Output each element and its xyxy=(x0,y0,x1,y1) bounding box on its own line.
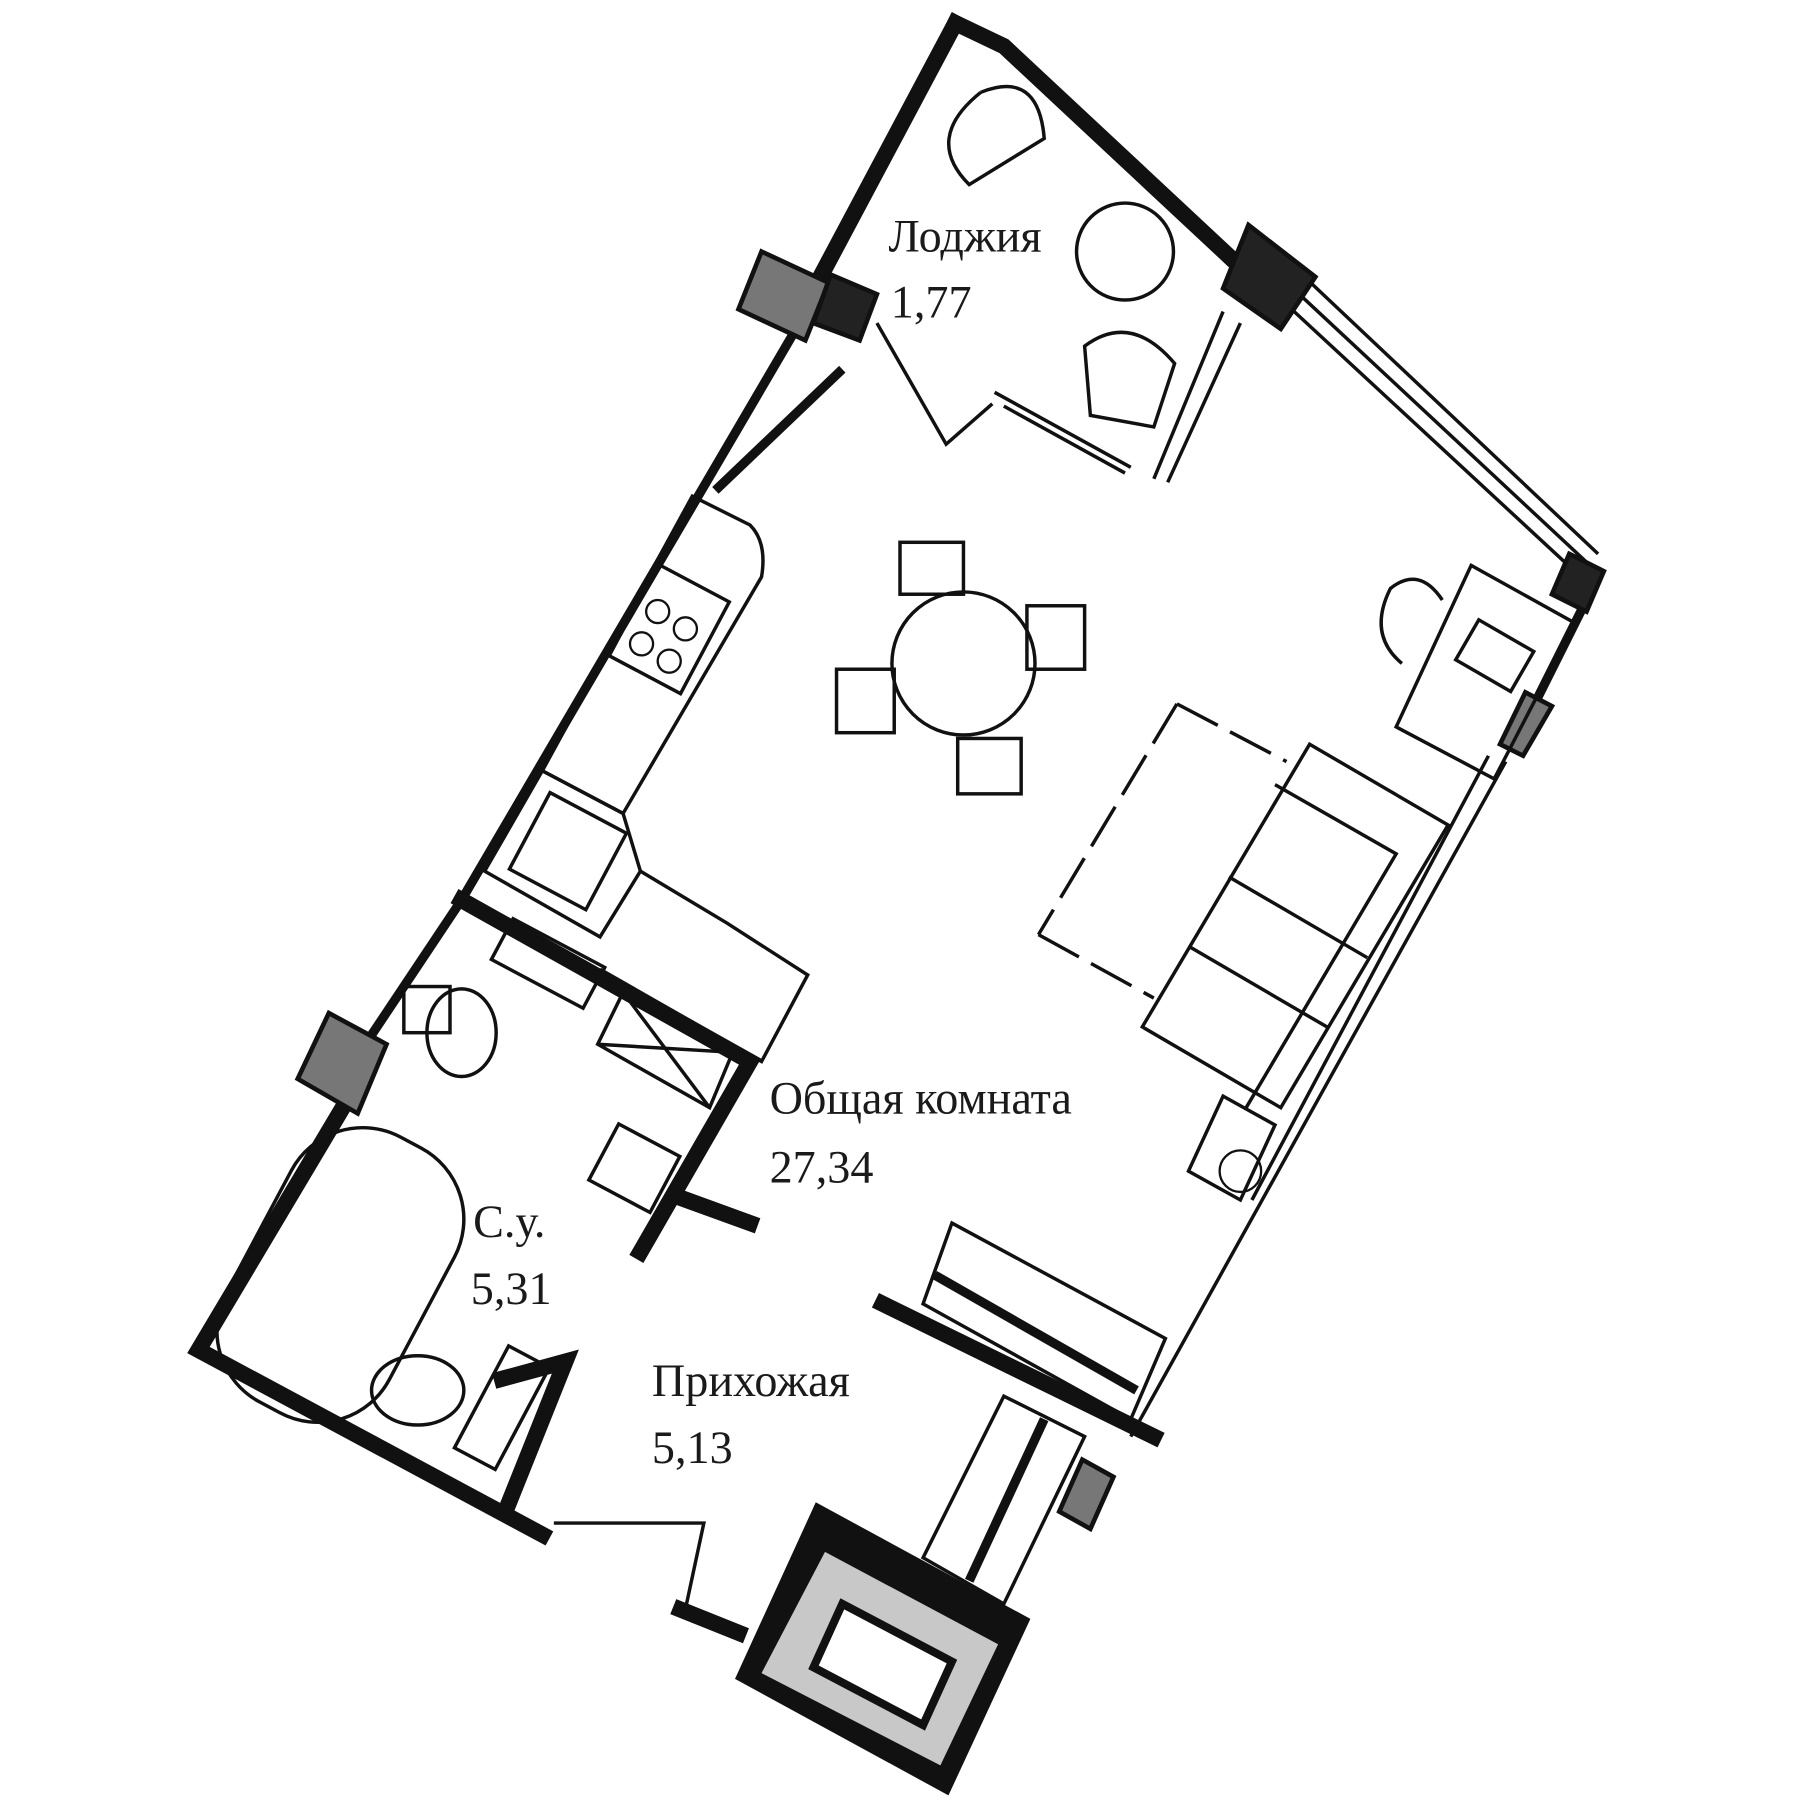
column-icon xyxy=(1056,1456,1117,1533)
kitchen-counter xyxy=(539,493,765,816)
chair-icon xyxy=(834,667,896,735)
wardrobe xyxy=(920,1220,1168,1422)
desk-chair-icon xyxy=(1379,577,1444,665)
armchair-icon xyxy=(947,84,1047,187)
desk xyxy=(1393,562,1578,782)
wardrobe-rail xyxy=(932,1270,1139,1395)
right-wall xyxy=(1129,754,1508,1438)
column-icon xyxy=(294,1009,390,1117)
room-area-living: 27,34 xyxy=(770,1142,874,1193)
sink-counter xyxy=(482,768,643,940)
burner-icon xyxy=(672,616,699,642)
washer-icon xyxy=(1186,1093,1278,1203)
laptop-icon xyxy=(1453,617,1537,694)
burner-icon xyxy=(628,631,655,657)
room-name-living: Общая комната xyxy=(770,1072,1072,1123)
cooktop-icon xyxy=(606,561,732,696)
walls xyxy=(187,12,1603,1644)
room-area-hallway: 5,13 xyxy=(652,1422,733,1473)
towel-dryer-icon xyxy=(586,1121,683,1215)
chair-icon xyxy=(1025,604,1087,671)
entry-wardrobe-rail xyxy=(965,1417,1049,1583)
loggia-door-wall xyxy=(993,390,1132,475)
wardrobe-wall xyxy=(871,1293,1165,1448)
loggia-outer-wall xyxy=(944,12,1241,268)
shaft xyxy=(735,1502,1031,1796)
rug xyxy=(1036,702,1288,1000)
column-icon xyxy=(1220,221,1319,333)
room-area-loggia: 1,77 xyxy=(891,276,972,327)
room-labels: Лоджия 1,77 Общая комната 27,34 С.у. 5,3… xyxy=(471,211,1072,1474)
dining-table xyxy=(890,590,1037,737)
shelf-icon xyxy=(452,1343,552,1472)
bath-counter xyxy=(489,916,608,1011)
armchair-icon xyxy=(1082,330,1177,429)
chair-icon xyxy=(955,736,1023,796)
columns xyxy=(294,221,1607,1533)
washbasin-icon xyxy=(369,1354,466,1427)
loggia-left-wall xyxy=(810,12,967,286)
vent-cross xyxy=(597,991,733,1109)
chair-icon xyxy=(898,540,966,596)
window-band xyxy=(1268,264,1600,579)
shaft-opening xyxy=(808,1598,958,1731)
loggia-table xyxy=(1074,201,1176,302)
burner-icon xyxy=(656,648,682,674)
column-icon xyxy=(810,271,880,344)
toilet-tank-icon xyxy=(402,984,452,1035)
loggia-partition xyxy=(1152,310,1242,484)
bath-exterior-wall-upper xyxy=(365,897,466,1042)
furniture xyxy=(215,84,1578,1607)
entry-wall-stub xyxy=(670,1599,749,1644)
bathtub-icon xyxy=(215,1125,466,1425)
entry-wardrobe xyxy=(920,1393,1087,1607)
room-area-bathroom: 5,31 xyxy=(471,1263,552,1314)
lower-cabinets xyxy=(599,869,810,1064)
burner-icon xyxy=(644,598,671,625)
boiler-icon xyxy=(1218,1149,1263,1194)
sink-icon xyxy=(507,790,629,913)
column-icon xyxy=(735,248,832,344)
partition-stub xyxy=(676,1189,761,1234)
bathroom-partition xyxy=(450,889,762,1263)
column-icon xyxy=(1548,550,1607,615)
loggia-door xyxy=(875,322,994,447)
column-icon xyxy=(1496,689,1556,759)
room-name-bathroom: С.у. xyxy=(473,1196,545,1247)
sofa xyxy=(1139,741,1451,1111)
entrance-door xyxy=(553,1521,706,1605)
bath-partition-lower xyxy=(492,1349,579,1517)
bathroom-exterior-wall xyxy=(187,1090,554,1546)
kitchen-window xyxy=(712,365,846,494)
room-name-loggia: Лоджия xyxy=(888,211,1041,262)
room-name-hallway: Прихожая xyxy=(652,1355,850,1406)
sofa-cushions xyxy=(1187,783,1399,1109)
